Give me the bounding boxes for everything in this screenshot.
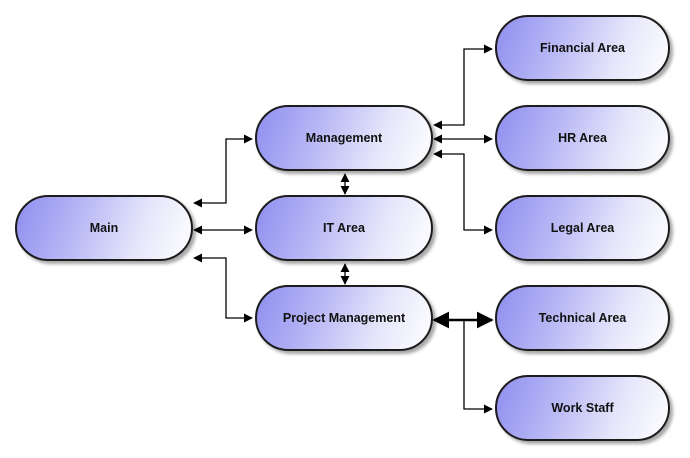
node-project-management[interactable]: Project Management	[255, 285, 433, 351]
node-it-area[interactable]: IT Area	[255, 195, 433, 261]
node-project-management-label: Project Management	[282, 311, 406, 325]
node-technical-area-label: Technical Area	[538, 311, 627, 325]
node-financial-area[interactable]: Financial Area	[495, 15, 670, 81]
node-legal-area[interactable]: Legal Area	[495, 195, 670, 261]
connector-management-financial-area	[433, 44, 493, 130]
node-main-label: Main	[89, 221, 119, 235]
node-hr-area[interactable]: HR Area	[495, 105, 670, 171]
connector-main-management	[193, 134, 253, 208]
connector-main-project-management	[193, 253, 253, 323]
node-technical-area[interactable]: Technical Area	[495, 285, 670, 351]
node-work-staff[interactable]: Work Staff	[495, 375, 670, 441]
node-main[interactable]: Main	[15, 195, 193, 261]
node-management[interactable]: Management	[255, 105, 433, 171]
node-legal-area-label: Legal Area	[550, 221, 615, 235]
node-hr-area-label: HR Area	[558, 131, 607, 145]
connector-management-legal-area	[433, 149, 493, 235]
connector-project-management-work-staff	[463, 320, 493, 414]
node-work-staff-label: Work Staff	[551, 401, 614, 415]
node-financial-area-label: Financial Area	[540, 41, 625, 55]
node-management-label: Management	[305, 131, 383, 145]
node-it-area-label: IT Area	[323, 221, 365, 235]
